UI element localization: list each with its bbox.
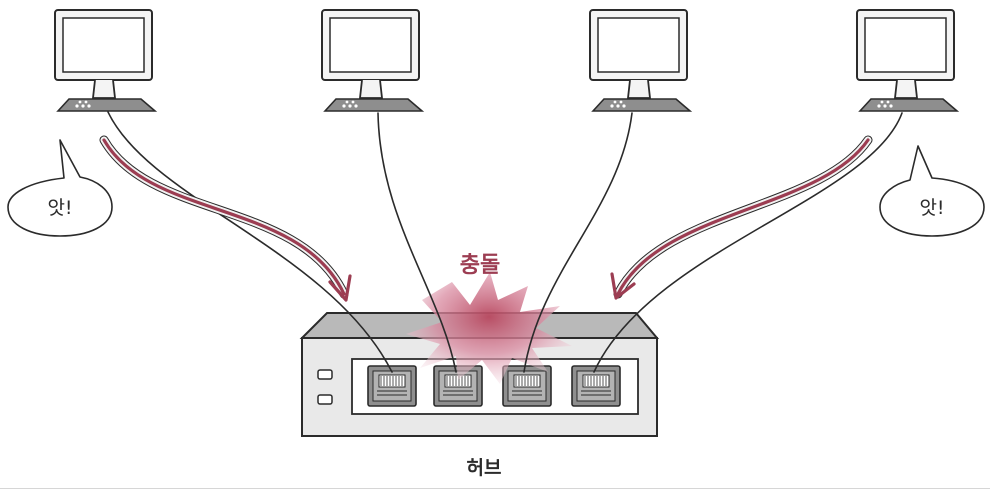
collision-burst-icon	[406, 272, 572, 384]
computer-2	[321, 9, 425, 112]
keyboard-icon	[591, 98, 693, 112]
keyboard-icon	[323, 98, 425, 112]
speech-bubble-left: 앗!	[7, 139, 113, 237]
collision-label: 충돌	[460, 253, 500, 278]
hub-label: 허브	[467, 457, 502, 479]
bottom-divider	[0, 488, 990, 489]
hub-led-2	[317, 394, 333, 405]
cable-2	[377, 112, 457, 373]
shout-text-right: 앗!	[919, 197, 944, 219]
shout-text-left: 앗!	[47, 197, 72, 219]
cable-4	[593, 112, 903, 373]
speech-bubble-right: 앗!	[879, 145, 985, 237]
hub-led-1	[317, 369, 333, 380]
cable-3	[523, 112, 633, 373]
hub-port-3	[502, 365, 552, 407]
computer-4	[856, 9, 960, 112]
computer-1	[54, 9, 158, 112]
signal-arrow-right	[610, 135, 873, 300]
keyboard-icon	[56, 98, 158, 112]
hub-port-4	[571, 365, 621, 407]
signal-arrow-left	[99, 135, 352, 302]
keyboard-icon	[858, 98, 960, 112]
hub-port-1	[367, 365, 417, 407]
cable-1	[107, 111, 393, 373]
computer-3	[589, 9, 693, 112]
